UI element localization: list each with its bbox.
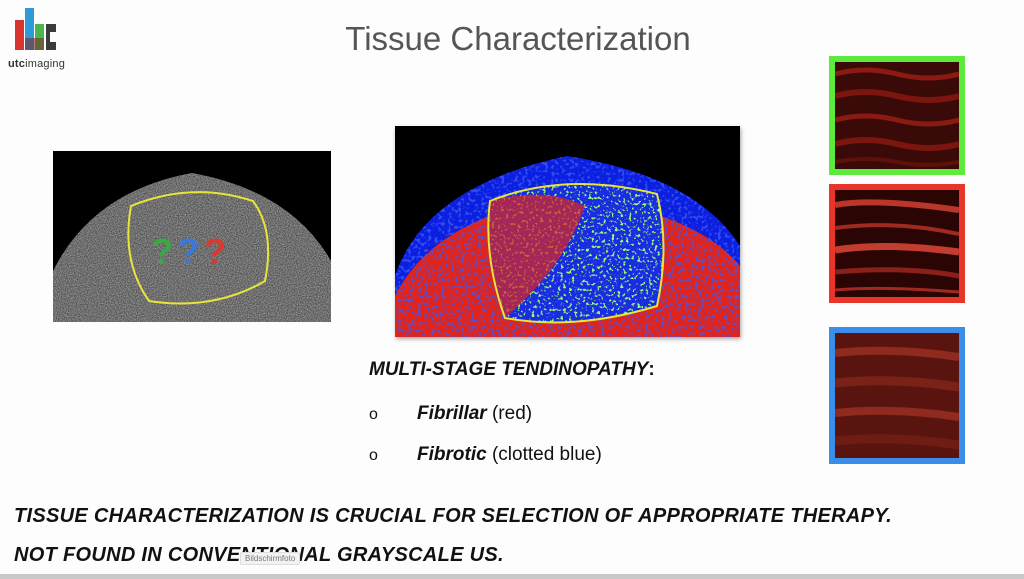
bullet-fibrotic: o Fibrotic (clotted blue) xyxy=(369,444,602,466)
tissue-characterization-map xyxy=(395,126,740,337)
green-question-mark: ? xyxy=(151,231,173,272)
bottom-bar xyxy=(0,574,1024,579)
question-marks: ? ? ? xyxy=(151,231,226,273)
red-question-mark: ? xyxy=(203,231,226,272)
slide-title: Tissue Characterization xyxy=(345,20,691,57)
logo-text: utcimaging xyxy=(8,58,66,70)
histology-red-frame xyxy=(829,184,965,303)
bullet-desc: (clotted blue) xyxy=(486,444,602,465)
histology-blue-frame xyxy=(829,327,965,464)
bullet-fibrillar: o Fibrillar (red) xyxy=(369,403,532,425)
bullet-marker: o xyxy=(369,406,378,423)
blue-question-mark: ? xyxy=(177,231,200,272)
tendinopathy-heading: MULTI-STAGE TENDINOPATHY: xyxy=(369,359,655,380)
bullet-term: Fibrillar xyxy=(417,403,487,424)
bullet-desc: (red) xyxy=(486,403,533,424)
grayscale-ultrasound-image: ? ? ? xyxy=(53,151,331,322)
screenshot-overlay-label[interactable]: Bildschirmfoto xyxy=(240,552,301,565)
bullet-term: Fibrotic xyxy=(417,444,487,465)
bullet-marker: o xyxy=(369,447,378,464)
histology-fibrillar-green-frame xyxy=(829,56,965,175)
statement-crucial: TISSUE CHARACTERIZATION IS CRUCIAL FOR S… xyxy=(14,505,892,527)
utc-imaging-logo xyxy=(8,4,72,76)
